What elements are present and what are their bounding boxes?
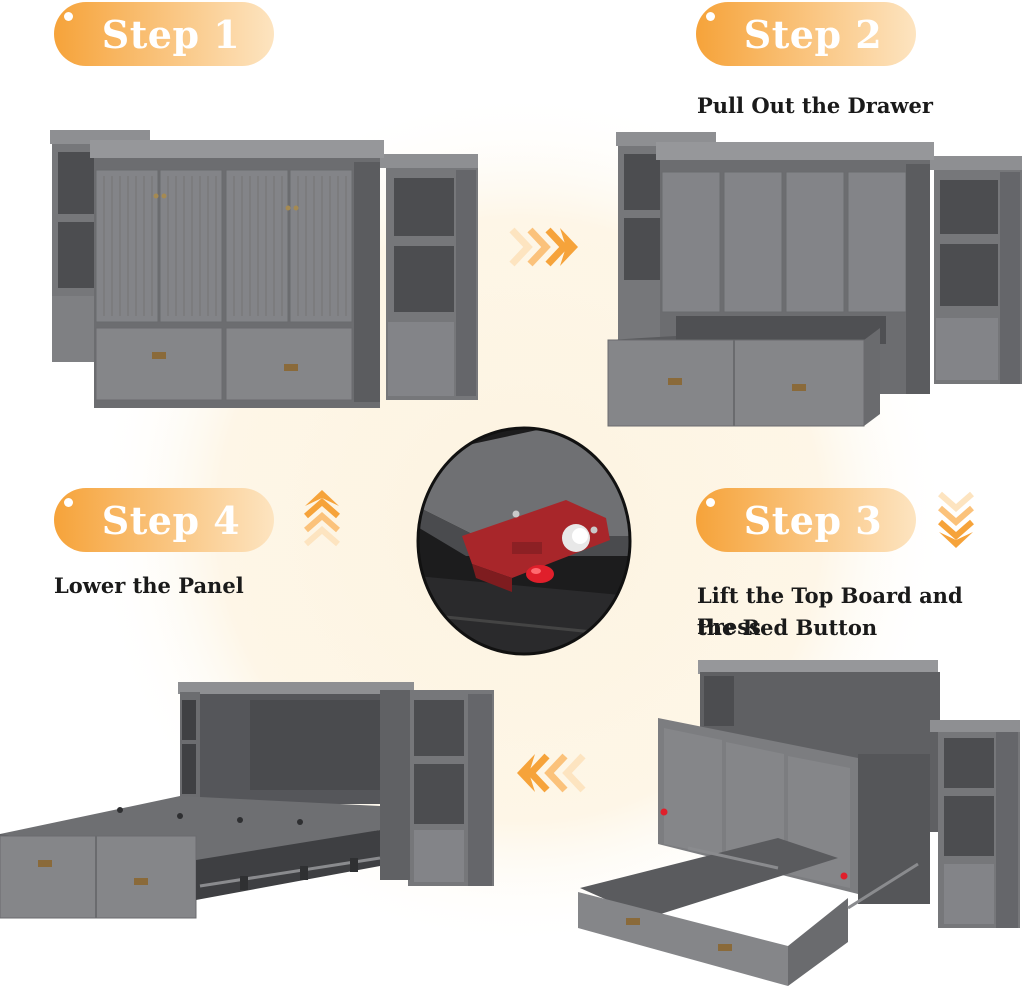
step-2-caption: Pull Out the Drawer [697,93,933,118]
chevron-down-icon [938,491,974,548]
step-3-label: Step 3 [743,497,883,543]
step-3-badge: Step 3 [696,488,916,552]
red-latch-closeup [416,426,632,656]
step-2-badge: Step 2 [696,2,916,66]
step-1-label: Step 1 [101,11,241,57]
cabinet-closed-illustration [50,130,478,408]
step-3-caption-line-2: the Red Button [697,615,878,640]
cabinet-top-lifted-illustration [578,660,1020,986]
cabinet-bed-lowered-illustration [0,682,494,919]
step-4-label: Step 4 [101,497,241,543]
step-4-badge: Step 4 [54,488,274,552]
step-2-label: Step 2 [743,11,883,57]
chevron-up-icon [304,490,340,547]
step-3-caption-line-1: Lift the Top Board and Press [697,583,963,639]
step-1-badge: Step 1 [54,2,274,66]
chevron-left-icon [517,753,586,793]
step-4-caption: Lower the Panel [54,573,244,598]
cabinet-drawer-open-illustration [607,132,1022,427]
chevron-right-icon [509,227,578,267]
